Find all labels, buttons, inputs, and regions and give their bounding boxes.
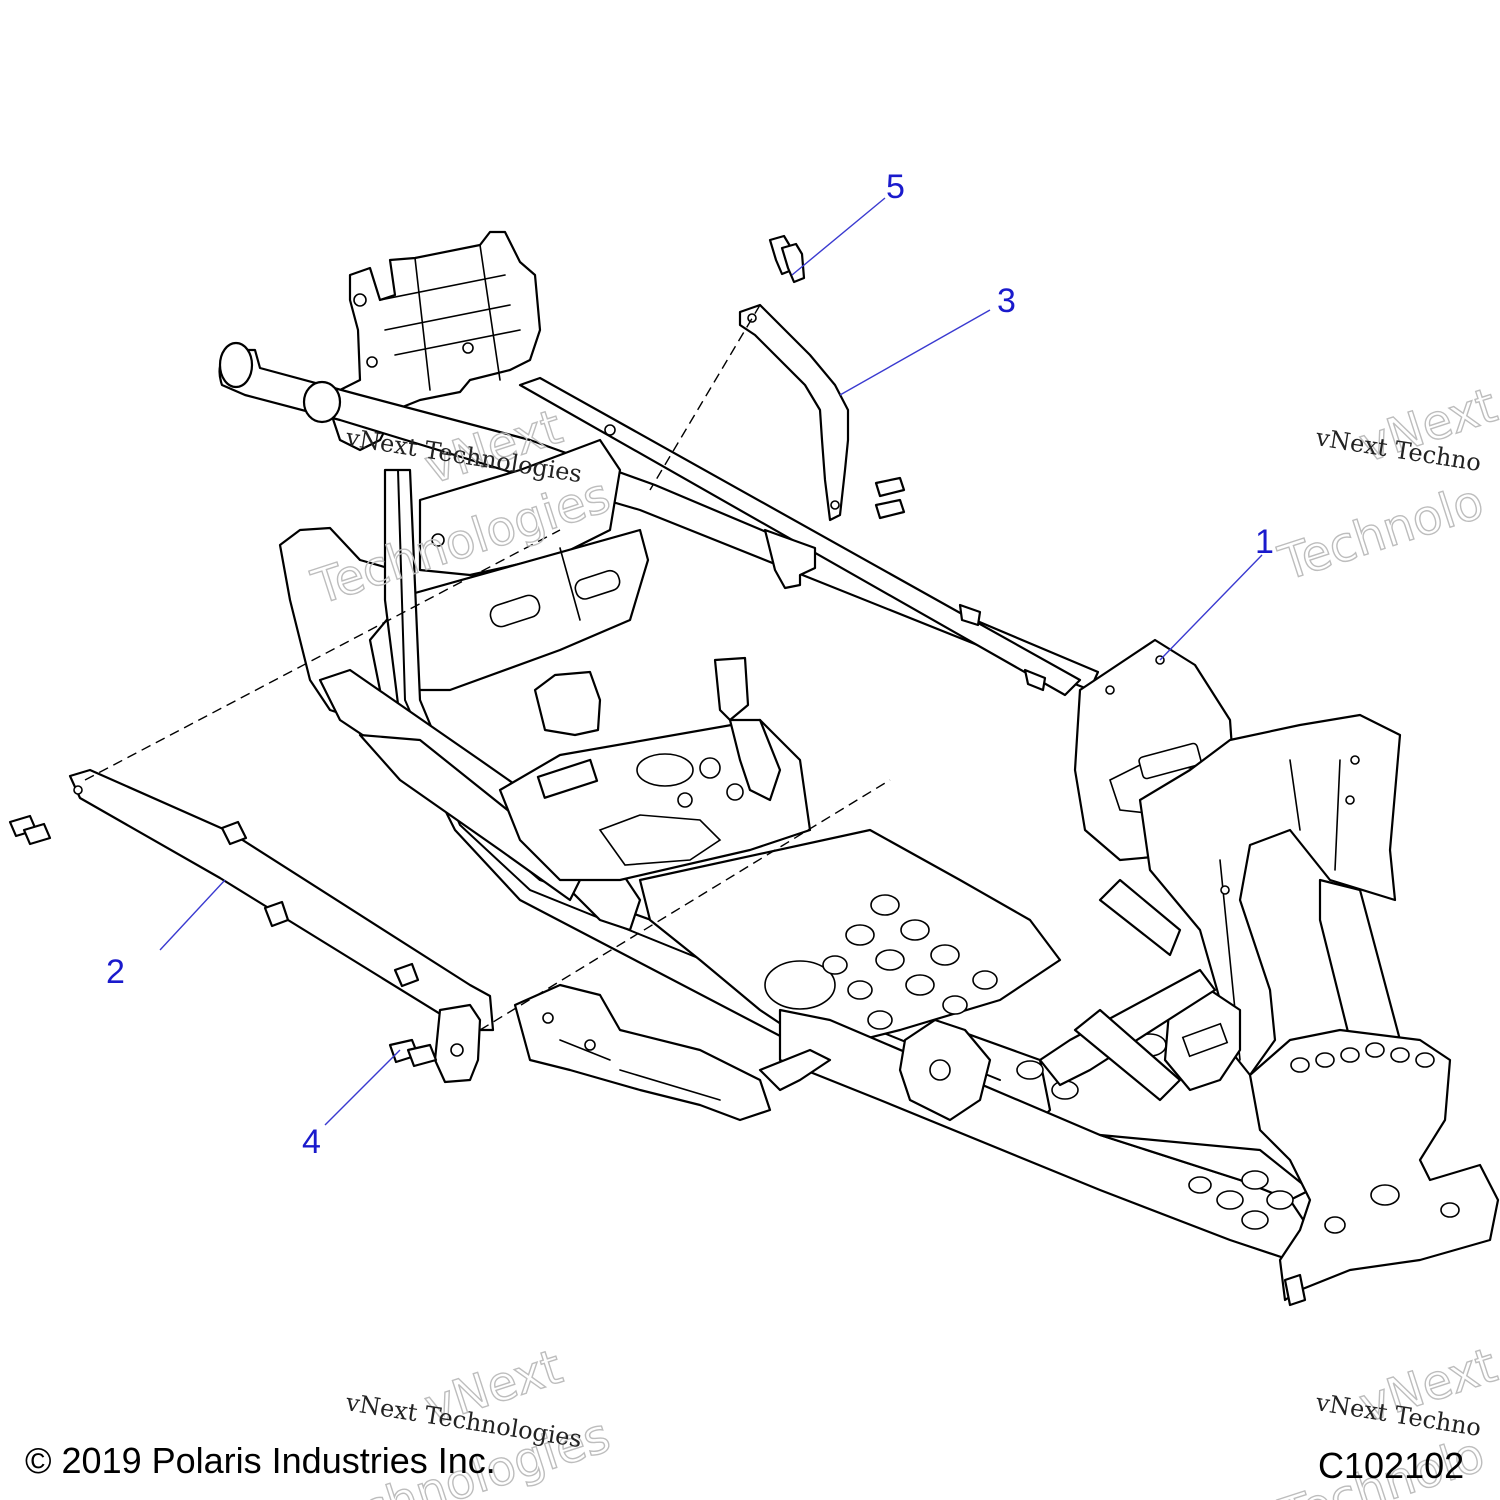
bolt-pair-middle xyxy=(874,476,906,520)
assembly-dash-lines xyxy=(84,304,891,1031)
floor-pan-holes xyxy=(764,894,998,1049)
upper-bracket xyxy=(763,528,817,590)
front-cross-tube xyxy=(758,1048,832,1092)
callout-4: 4 xyxy=(302,1123,321,1161)
upper-side-rail xyxy=(518,376,1082,697)
callout-5: 5 xyxy=(886,168,905,206)
lower-pan-holes xyxy=(1016,1033,1294,1230)
cross-bar-part xyxy=(68,768,495,1032)
bolt-pair-left xyxy=(8,814,52,846)
front-nose-holes xyxy=(1290,1042,1460,1234)
front-tower xyxy=(1138,713,1402,1077)
brace-bar-part xyxy=(738,303,850,522)
watermark-top-right: vNext Technolo vNext Techno xyxy=(1271,377,1500,593)
engine-mount xyxy=(533,670,602,737)
main-frame-assembly xyxy=(218,230,1500,1307)
callout-leaders xyxy=(159,197,1263,1126)
front-left-plate xyxy=(513,983,772,1122)
diagram-code: C102102 xyxy=(1318,1445,1464,1486)
svg-text:Technolo: Technolo xyxy=(1272,474,1490,592)
rear-side-plate xyxy=(278,526,397,722)
callout-3: 3 xyxy=(997,282,1016,320)
front-nose xyxy=(1248,1028,1500,1302)
callout-1: 1 xyxy=(1255,523,1274,561)
lower-mount-bracket xyxy=(433,1003,482,1084)
bolt-pair-top xyxy=(768,234,806,284)
callout-2: 2 xyxy=(106,953,125,991)
copyright-notice: © 2019 Polaris Industries Inc. xyxy=(25,1440,496,1481)
center-plate xyxy=(498,718,812,882)
